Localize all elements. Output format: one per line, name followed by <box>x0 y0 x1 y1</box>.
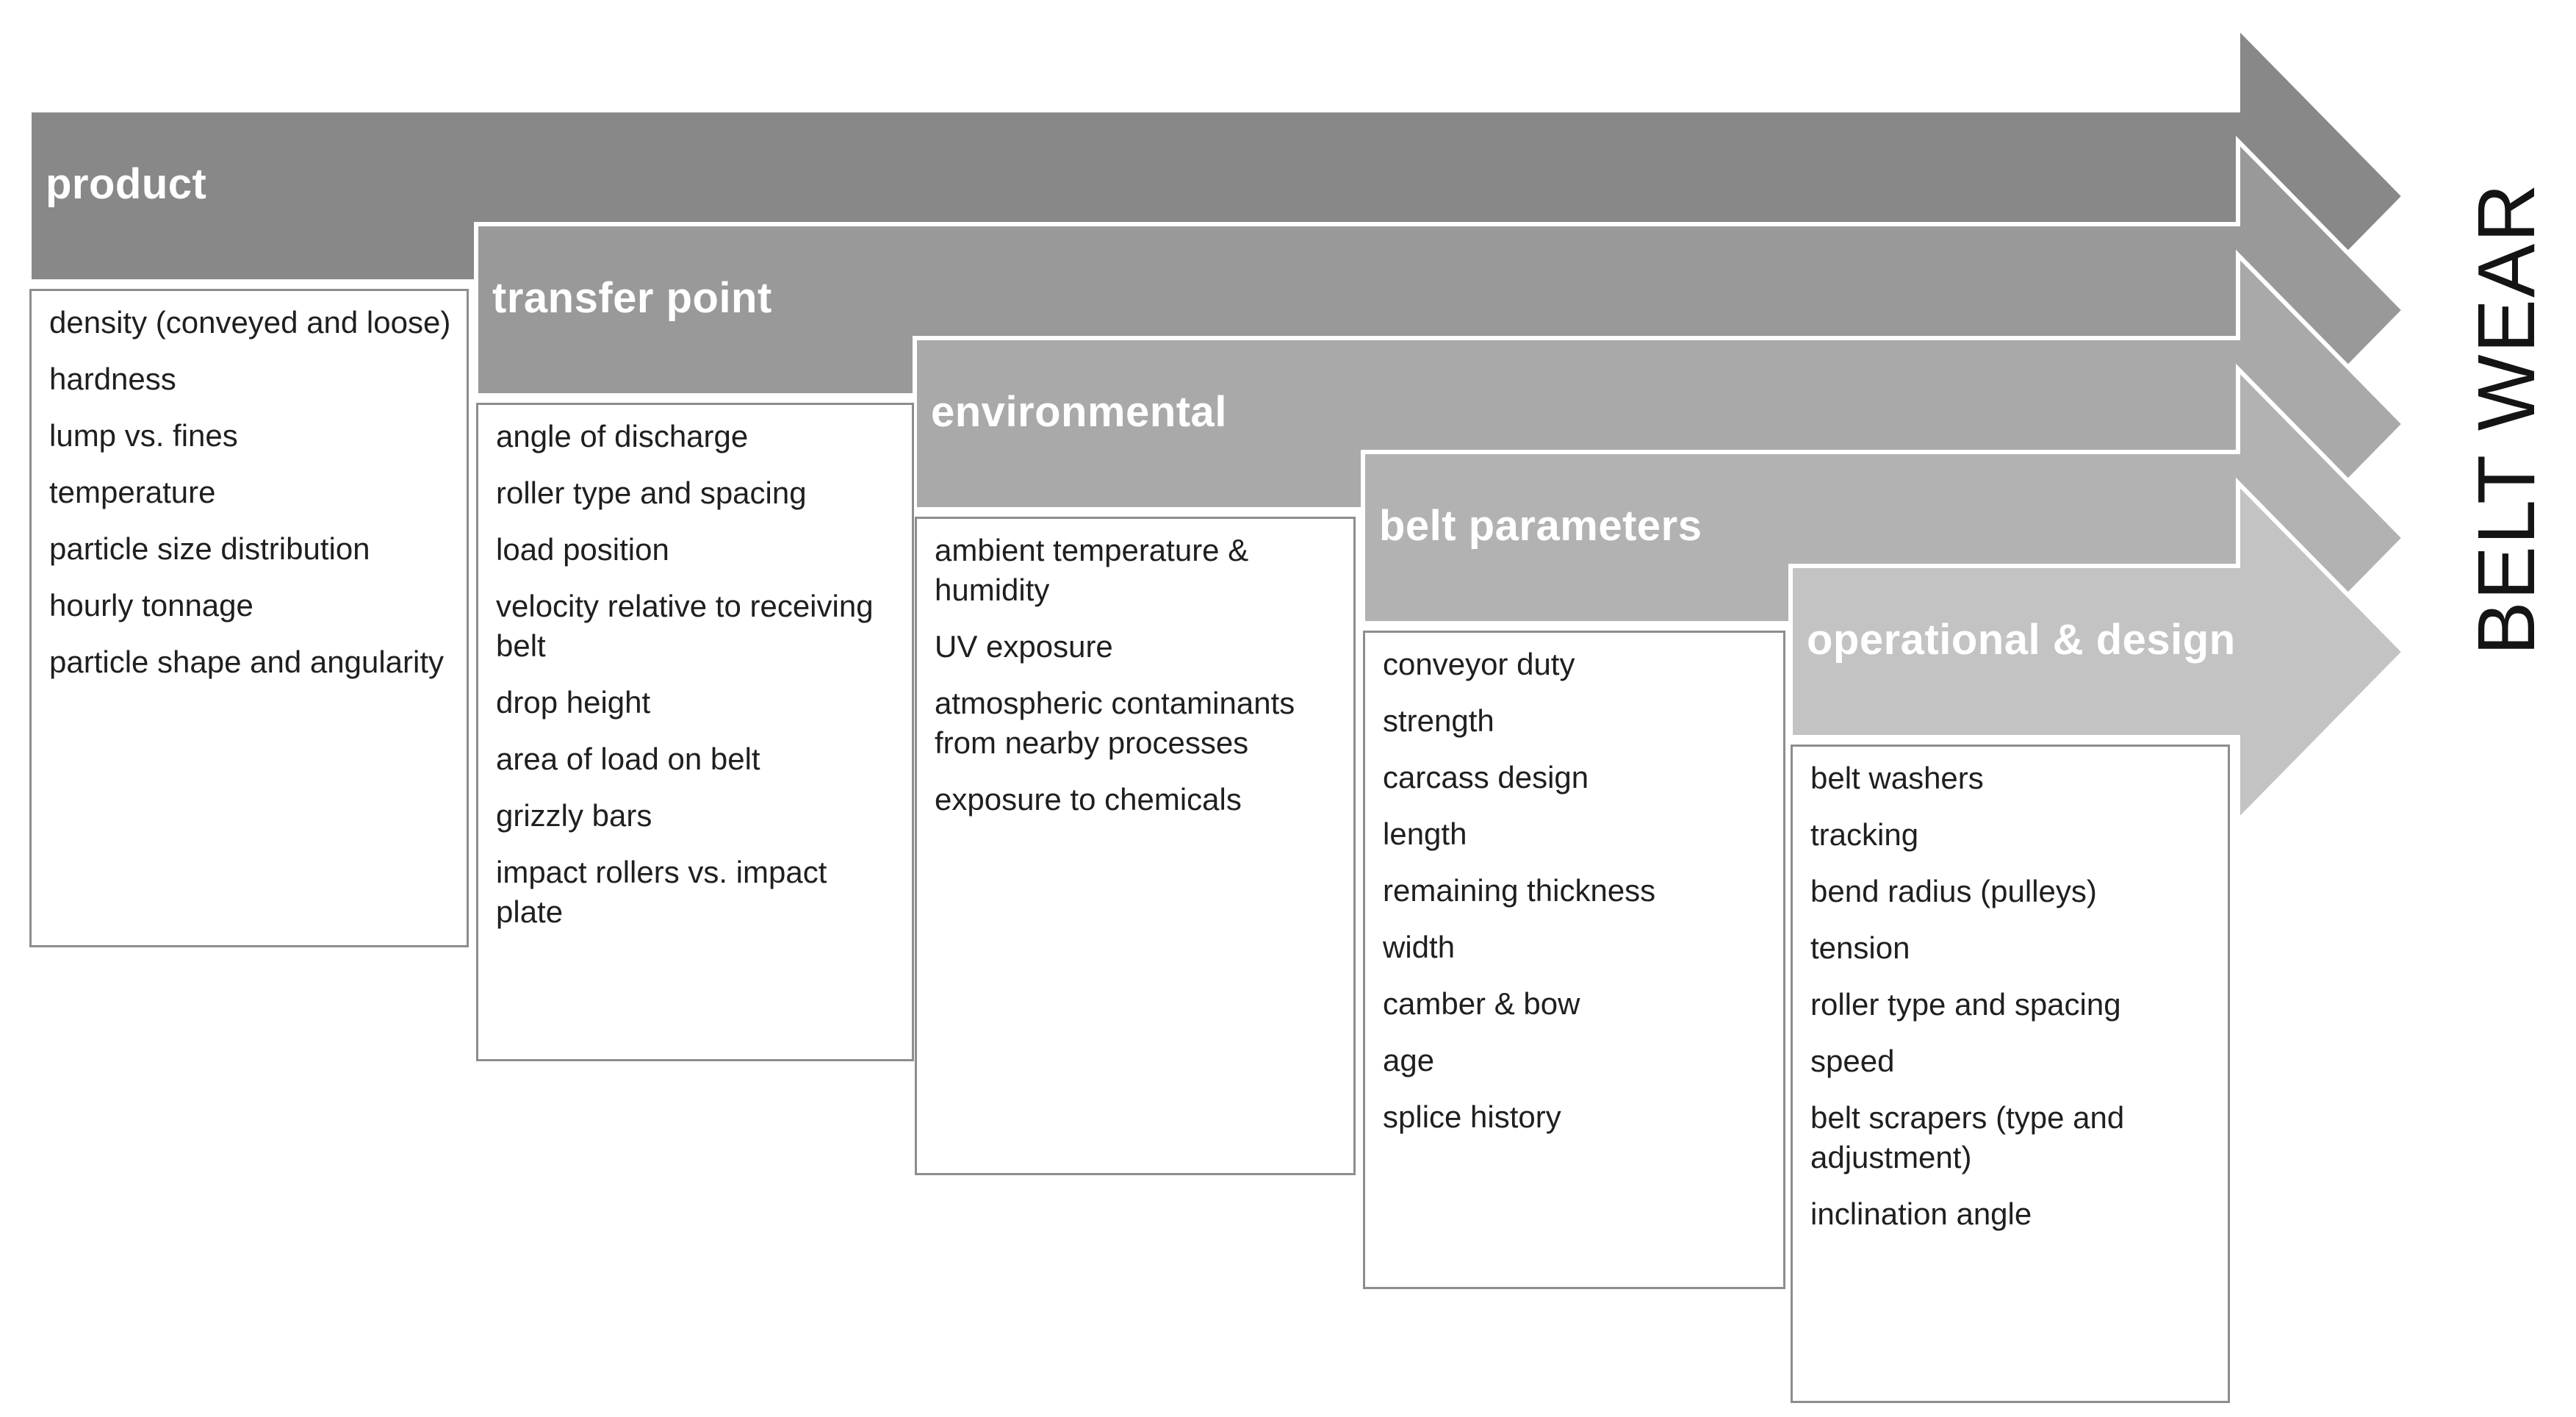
list-item: camber & bow <box>1383 986 1580 1021</box>
factors-box-product: density (conveyed and loose) hardness lump… <box>29 289 469 947</box>
list-item: temperature <box>49 475 216 509</box>
list-item: width <box>1383 930 1456 964</box>
list-item: particle size distribution <box>49 531 370 566</box>
list-item: load position <box>496 532 669 567</box>
list-item: age <box>1383 1043 1435 1077</box>
band-label-transfer-point: transfer point <box>492 274 772 322</box>
factors-box-operational-design: belt washers tracking bend radius (pulleys… <box>1791 745 2230 1403</box>
list-item: impact rollers vs. impact plate <box>496 855 827 929</box>
list-item: inclination angle <box>1810 1197 2032 1231</box>
list-item: lump vs. fines <box>49 418 238 453</box>
list-item: belt scrapers (type and adjustment) <box>1810 1100 2125 1174</box>
list-item: drop height <box>496 685 651 720</box>
list-item: ambient temperature & humidity <box>935 533 1249 607</box>
list-item: tracking <box>1810 817 1919 852</box>
list-item: UV exposure <box>935 629 1113 664</box>
factors-box-transfer-point: angle of discharge roller type and spacin… <box>476 403 914 1061</box>
list-item: grizzly bars <box>496 798 652 833</box>
list-item: conveyor duty <box>1383 647 1575 681</box>
list-item: exposure to chemicals <box>935 782 1242 817</box>
list-item: hourly tonnage <box>49 588 253 623</box>
list-item: belt washers <box>1810 761 1984 795</box>
list-item: area of load on belt <box>496 742 760 776</box>
band-label-operational-design: operational & design <box>1807 616 2236 664</box>
list-item: length <box>1383 817 1467 851</box>
list-item: speed <box>1810 1044 1895 1078</box>
list-item: roller type and spacing <box>1810 987 2121 1022</box>
list-item: particle shape and angularity <box>49 645 445 679</box>
list-item: splice history <box>1383 1099 1561 1134</box>
factors-box-belt-parameters: conveyor duty strength carcass design lengt… <box>1363 631 1785 1289</box>
list-item: tension <box>1810 930 1910 965</box>
band-label-product: product <box>46 160 207 208</box>
list-item: roller type and spacing <box>496 476 807 510</box>
list-item: density (conveyed and loose) <box>49 305 451 340</box>
factors-box-environmental: ambient temperature & humidity UV exposur… <box>915 517 1356 1175</box>
list-item: strength <box>1383 703 1494 738</box>
list-item: hardness <box>49 362 176 396</box>
list-item: carcass design <box>1383 760 1589 794</box>
list-item: atmospheric contaminants from nearby pro… <box>935 686 1295 760</box>
list-item: angle of discharge <box>496 419 749 453</box>
belt-wear-title: BELT WEAR <box>2461 182 2552 656</box>
list-item: remaining thickness <box>1383 873 1656 908</box>
list-item: bend radius (pulleys) <box>1810 874 2097 908</box>
band-label-environmental: environmental <box>931 388 1227 436</box>
arrow-band-operational-design <box>1788 477 2408 827</box>
band-label-belt-parameters: belt parameters <box>1379 502 1702 550</box>
list-item: velocity relative to receiving belt <box>496 589 874 663</box>
